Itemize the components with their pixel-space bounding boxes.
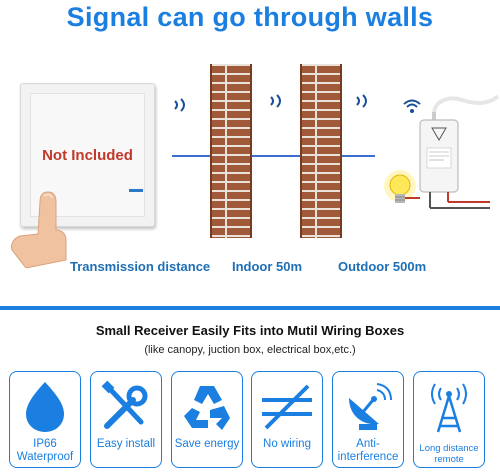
outdoor-distance-label: Outdoor 500m bbox=[338, 259, 427, 274]
signal-wire-left bbox=[172, 155, 218, 157]
transmission-distance-label: Transmission distance bbox=[70, 259, 211, 274]
section-title: Small Receiver Easily Fits into Mutil Wi… bbox=[95, 323, 405, 338]
feature-tile-no-wiring: No wiring bbox=[251, 371, 323, 468]
section-divider bbox=[0, 306, 500, 310]
recycle-icon bbox=[184, 386, 230, 430]
feature-label: Anti-interference bbox=[337, 438, 399, 463]
signal-tower-icon bbox=[431, 383, 467, 433]
indoor-distance-label: Indoor 50m bbox=[232, 259, 303, 274]
feature-tile-anti-interference: Anti-interference bbox=[332, 371, 404, 468]
switch-led-indicator bbox=[129, 189, 143, 192]
section-note: (like canopy, juction box, electrical bo… bbox=[144, 344, 356, 356]
wifi-signal-icon bbox=[403, 99, 421, 113]
brick-wall-left bbox=[210, 64, 252, 238]
signal-wave-icon bbox=[174, 98, 185, 112]
signal-wire-right bbox=[340, 155, 375, 157]
not-included-badge: Not Included bbox=[42, 147, 133, 164]
satellite-dish-icon bbox=[349, 383, 392, 430]
feature-label: Easy install bbox=[96, 438, 156, 450]
signal-wave-icon bbox=[356, 94, 367, 108]
light-bulb-icon bbox=[384, 170, 420, 203]
receiver-device-icon bbox=[419, 94, 500, 209]
feature-label: No wiring bbox=[263, 438, 311, 450]
water-drop-icon bbox=[26, 382, 64, 432]
pressing-hand-icon bbox=[11, 191, 67, 268]
feature-label: Save energy bbox=[174, 438, 240, 450]
brick-wall-right bbox=[300, 64, 342, 238]
signal-wave-icon bbox=[270, 94, 281, 108]
headline: Signal can go through walls bbox=[66, 2, 434, 32]
feature-tile-easy-install: Easy install bbox=[90, 371, 162, 468]
wrench-screwdriver-icon bbox=[101, 380, 148, 429]
feature-tile-save-energy: Save energy bbox=[171, 371, 243, 468]
signal-wire-middle bbox=[252, 155, 304, 157]
no-wiring-icon bbox=[262, 384, 312, 430]
